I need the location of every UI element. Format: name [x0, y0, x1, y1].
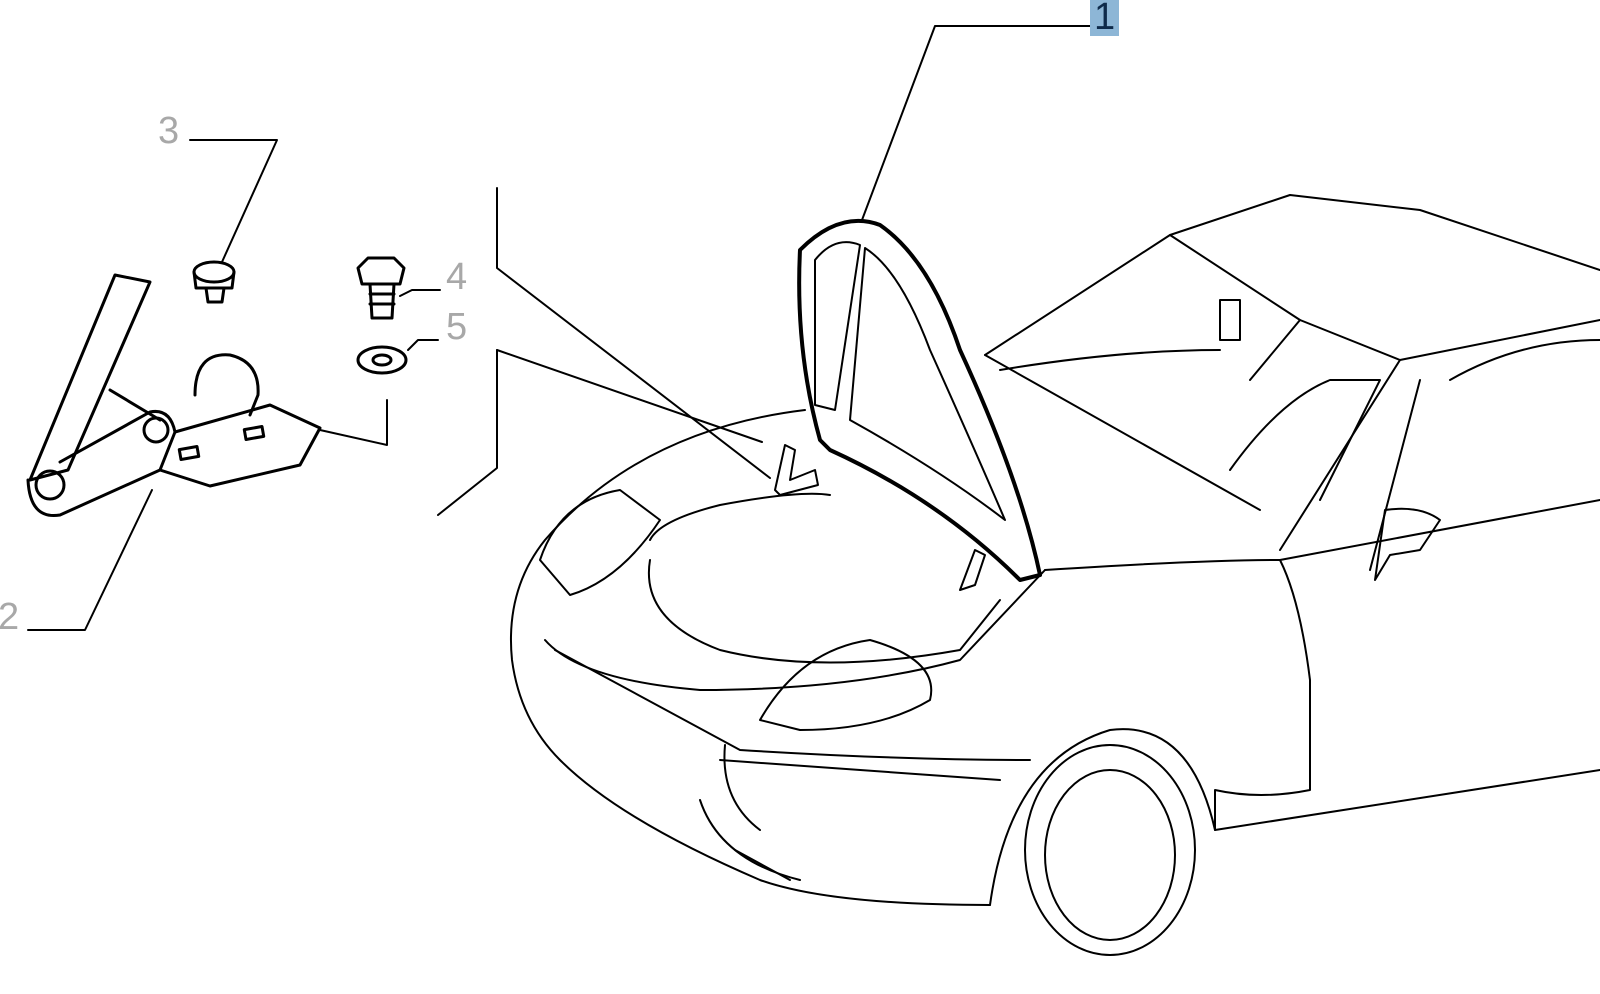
callout-4-bolt[interactable]: 4 — [446, 256, 468, 298]
bolt-part — [356, 256, 406, 320]
leader-lines — [27, 25, 1093, 631]
hinge-part — [26, 273, 322, 518]
bump-stop-part — [192, 260, 236, 304]
washer-part — [356, 345, 408, 375]
callout-2-hinge[interactable]: 2 — [0, 596, 20, 638]
callout-3-bump-stop[interactable]: 3 — [158, 110, 180, 152]
callout-1-hood[interactable]: 1 — [1090, 0, 1120, 36]
hood-part — [797, 218, 1042, 582]
callout-5-washer[interactable]: 5 — [446, 306, 468, 348]
car-body — [509, 194, 1600, 956]
installed-hinges — [774, 444, 986, 591]
